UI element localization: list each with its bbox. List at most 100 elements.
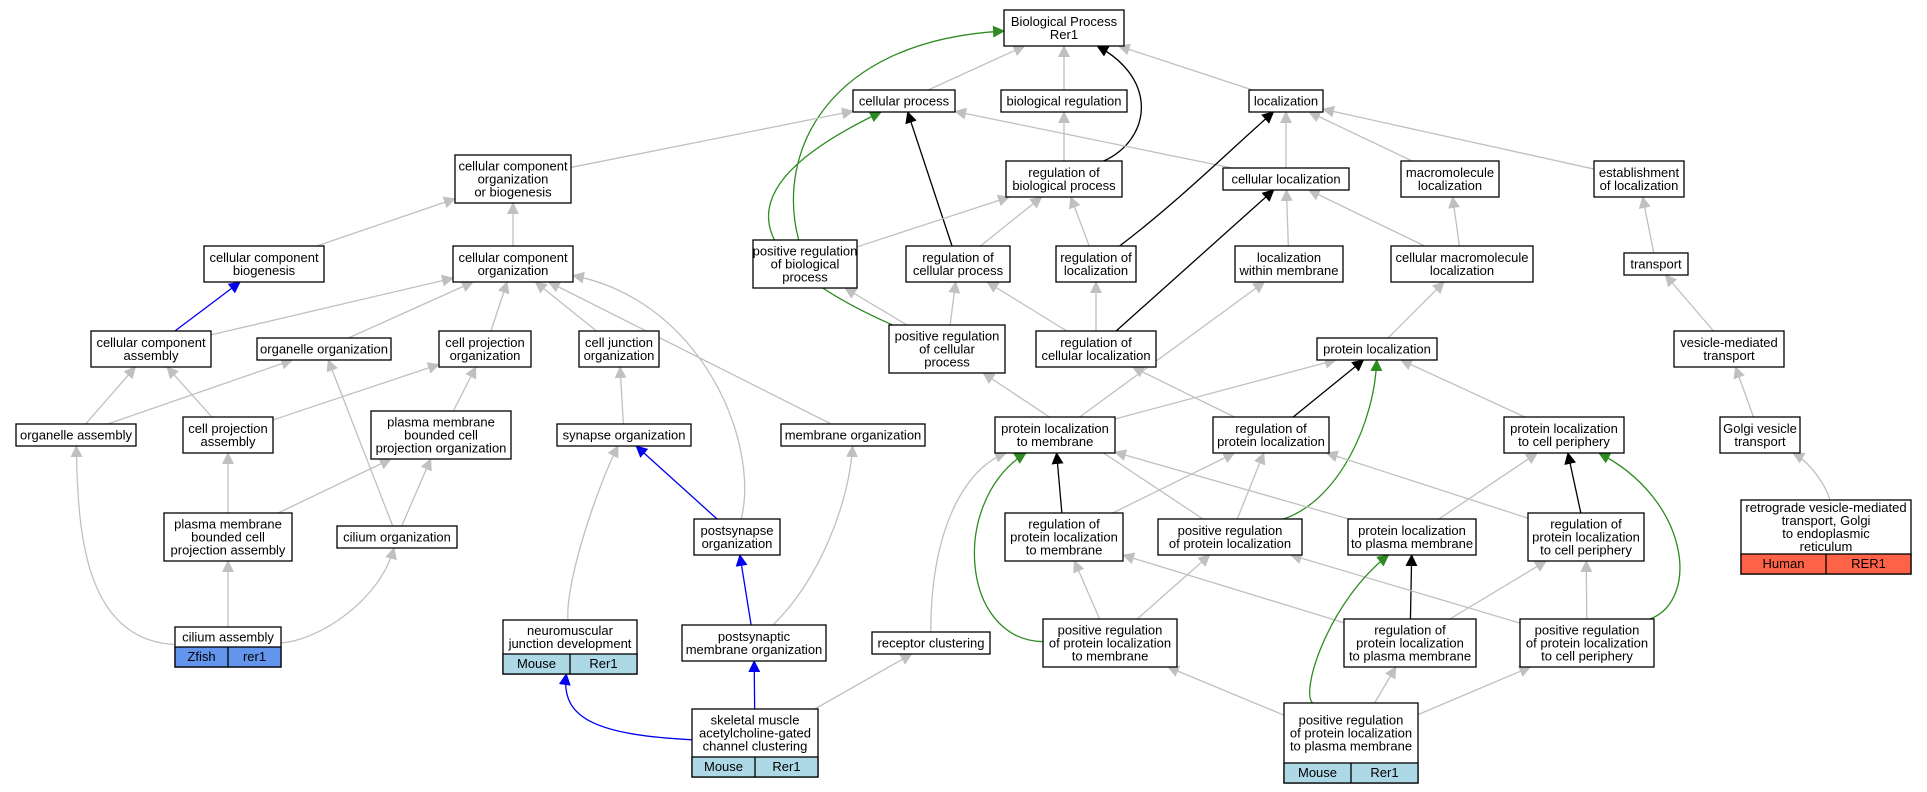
edge-is-a <box>980 196 1043 247</box>
node-label-line: organelle assembly <box>20 428 133 443</box>
edge-is-a <box>572 271 746 520</box>
node-box <box>1157 518 1303 556</box>
node-label-line: projection assembly <box>171 543 286 558</box>
node-label-line: protein localization <box>1356 636 1464 651</box>
go-term-node-synapse-organization[interactable]: synapse organization <box>556 423 692 447</box>
node-label-line: cellular process <box>859 94 950 109</box>
go-term-node-biological-regulation[interactable]: biological regulation <box>1000 89 1128 113</box>
node-box <box>1347 518 1477 556</box>
gene-symbol: RER1 <box>1851 556 1886 571</box>
go-term-node-receptor-clustering[interactable]: receptor clustering <box>871 631 991 655</box>
node-label-line: cilium assembly <box>182 630 274 645</box>
node-label-line: of protein localization <box>1526 636 1648 651</box>
node-box <box>1343 618 1477 668</box>
node-label-line: to plasma membrane <box>1290 739 1412 754</box>
node-box <box>1527 512 1645 562</box>
node-box <box>1234 245 1344 283</box>
edge-is-a <box>1117 43 1253 91</box>
go-term-node-membrane-organization[interactable]: membrane organization <box>780 423 926 447</box>
species-name: Mouse <box>1298 765 1337 780</box>
go-term-node-skeletal-muscle-achr-clustering[interactable]: skeletal muscleacetylcholine-gatedchanne… <box>691 708 819 778</box>
node-label-line: plasma membrane <box>387 415 495 430</box>
node-label-line: or biogenesis <box>474 185 552 200</box>
go-term-node-transport[interactable]: transport <box>1623 252 1689 276</box>
node-label-line: to plasma membrane <box>1351 536 1473 551</box>
species-name: Mouse <box>517 656 556 671</box>
node-box <box>1004 512 1124 562</box>
edge-is-a <box>570 107 854 169</box>
node-label-line: skeletal muscle <box>711 713 800 728</box>
node-label-line: channel clustering <box>703 739 808 754</box>
node-label-line: positive regulation <box>1058 623 1163 638</box>
edge-is-a <box>1114 357 1337 420</box>
gene-symbol: Rer1 <box>1370 765 1398 780</box>
node-box <box>256 337 392 361</box>
node-label-line: of biological <box>771 257 840 272</box>
go-term-node-organelle-organization[interactable]: organelle organization <box>256 337 392 361</box>
go-term-node-organelle-assembly[interactable]: organelle assembly <box>15 423 137 447</box>
go-term-node-cellular-process[interactable]: cellular process <box>852 89 956 113</box>
node-label-line: of protein localization <box>1290 726 1412 741</box>
node-box <box>1003 9 1125 47</box>
node-box <box>1042 618 1178 668</box>
node-label-line: biogenesis <box>233 263 296 278</box>
node-label-line: establishment <box>1599 165 1680 180</box>
edge-part-of <box>735 554 752 626</box>
edge-regulates <box>1405 554 1418 620</box>
node-label-line: protein localization <box>1001 421 1109 436</box>
go-term-node-localization[interactable]: localization <box>1248 89 1324 113</box>
go-term-node-protein-localization[interactable]: protein localization <box>1316 337 1438 361</box>
go-term-node-cellular-localization[interactable]: cellular localization <box>1222 167 1350 191</box>
go-term-node-cilium-organization[interactable]: cilium organization <box>336 525 458 549</box>
node-label-line: localization <box>1064 263 1128 278</box>
node-box <box>1400 160 1500 198</box>
node-label-line: membrane organization <box>686 642 823 657</box>
node-label-line: localization <box>1257 250 1321 265</box>
node-label-line: organization <box>478 172 549 187</box>
node-label-line: regulation of <box>1235 421 1307 436</box>
node-box <box>438 330 532 368</box>
edge-part-of <box>635 445 718 520</box>
node-label-line: regulation of <box>1060 335 1132 350</box>
edge-is-a <box>1079 281 1266 418</box>
